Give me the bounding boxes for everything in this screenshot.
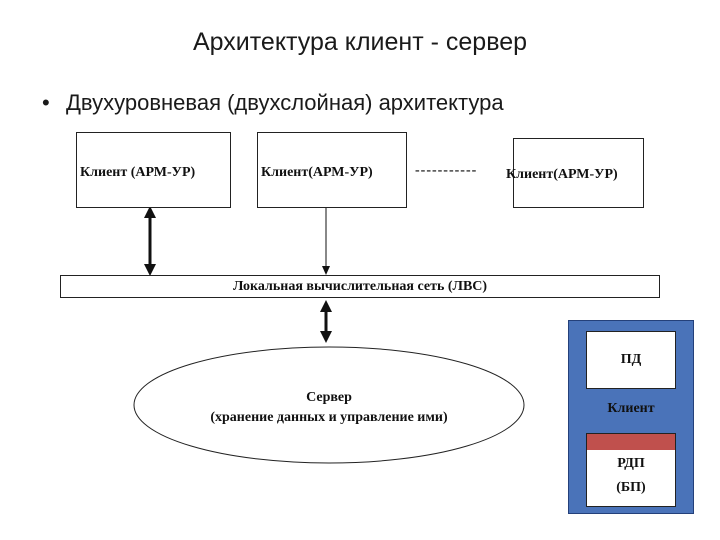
client-box-1-label: Клиент (АРМ-УР)	[80, 165, 196, 180]
client1-arrowhead-down	[144, 264, 156, 276]
bullet-item: • Двухуровневая (двухслойная) архитектура	[42, 90, 504, 116]
client1-arrowhead-up	[144, 206, 156, 218]
panel-client-label: Клиент	[607, 401, 655, 416]
bullet-marker: •	[42, 90, 50, 115]
server-description: (хранение данных и управление ими)	[210, 410, 448, 425]
lan-bar: Локальная вычислительная сеть (ЛВС)	[60, 275, 660, 298]
more-clients-ellipsis: -----------	[415, 163, 478, 178]
client-box-3: Клиент(АРМ-УР)	[506, 138, 644, 208]
client-box-2: Клиент(АРМ-УР)	[257, 132, 407, 208]
lan-arrowhead-up	[320, 300, 332, 312]
rdp-line-2: (БП)	[616, 480, 646, 495]
server-ellipse	[133, 346, 525, 464]
pd-box: ПД	[586, 331, 676, 389]
client-structure-panel: ПД Клиент РДП (БП)	[568, 320, 694, 514]
client-box-1: Клиент (АРМ-УР)	[76, 132, 231, 208]
bullet-text: Двухуровневая (двухслойная) архитектура	[66, 90, 504, 115]
server-arrowhead-down	[320, 331, 332, 343]
client-box-2-label: Клиент(АРМ-УР)	[261, 165, 373, 180]
server-title: Сервер	[306, 390, 352, 405]
rdp-line-1: РДП	[617, 456, 645, 471]
client2-arrowhead-down	[322, 266, 330, 275]
server-label: Сервер (хранение данных и управление ими…	[134, 388, 524, 428]
rdp-red-band	[587, 434, 675, 450]
client-box-3-label: Клиент(АРМ-УР)	[506, 167, 618, 182]
rdp-box: РДП (БП)	[586, 433, 676, 507]
rdp-label: РДП (БП)	[587, 452, 675, 500]
slide-title: Архитектура клиент - сервер	[192, 28, 528, 56]
